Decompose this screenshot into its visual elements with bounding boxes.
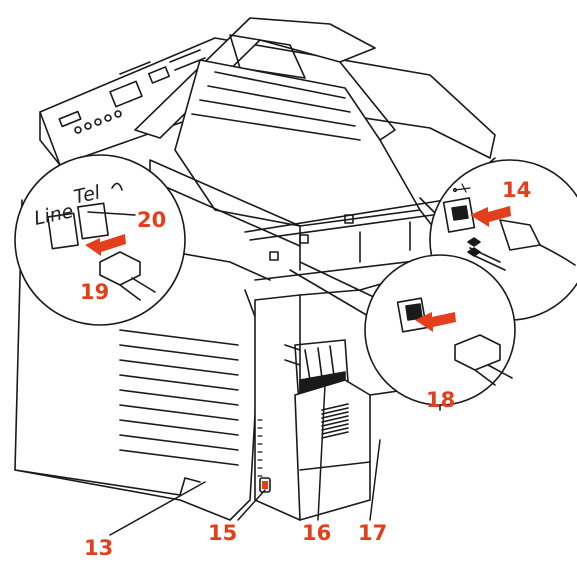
arrow-line-port [85, 234, 126, 256]
callout-19: 19 [80, 280, 110, 304]
usb-icon [452, 183, 471, 193]
printer-body [14, 17, 496, 521]
callout-15: 15 [208, 521, 238, 545]
usb-port [442, 197, 476, 233]
phone-icon [111, 182, 123, 191]
lan-zoom [289, 254, 516, 406]
callout-16: 16 [302, 521, 332, 545]
control-panel [58, 49, 206, 134]
callout-13: 13 [84, 536, 114, 560]
insert-arrows [85, 206, 511, 332]
lan-port [396, 297, 428, 333]
line-port [47, 212, 79, 250]
callout-20: 20 [137, 208, 167, 232]
arrow-lan [415, 312, 456, 332]
callout-17: 17 [358, 521, 388, 545]
arrow-usb [470, 206, 511, 227]
side-vents [119, 329, 239, 466]
callout-18: 18 [426, 388, 456, 412]
vent-slots [257, 419, 263, 477]
callout-14: 14 [502, 178, 532, 202]
tel-port [77, 202, 109, 240]
tel-port-label: Tel [71, 181, 103, 209]
phone-cable [99, 251, 141, 286]
leader-lines [87, 211, 381, 536]
lan-cable [454, 334, 501, 371]
